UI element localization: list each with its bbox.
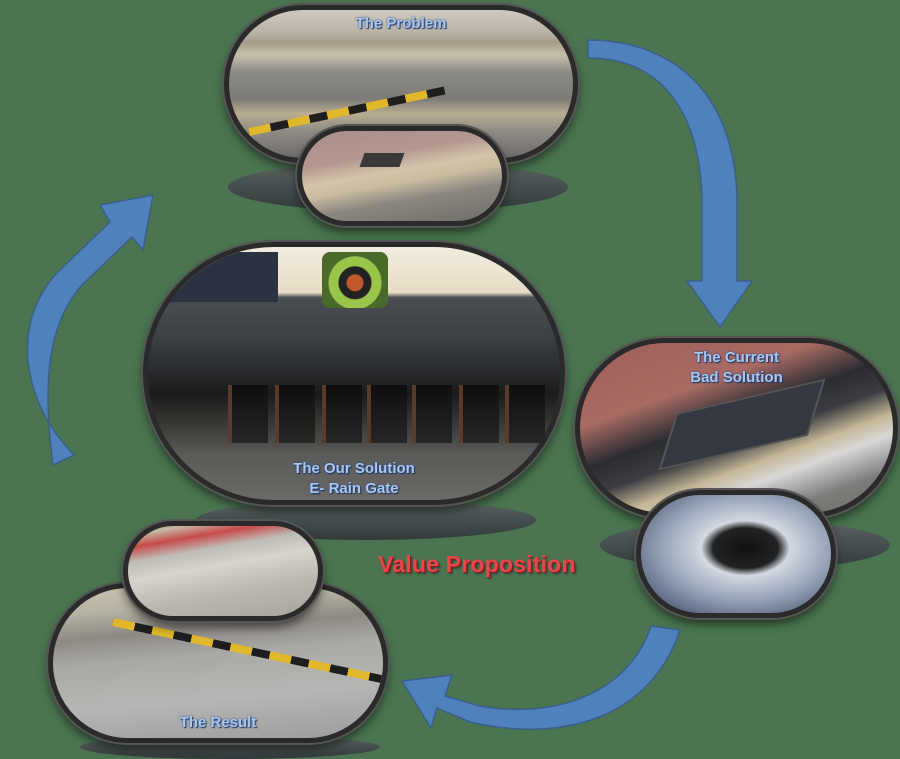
- problem-photo-inset: [297, 126, 507, 226]
- grate-cover: [658, 378, 826, 471]
- e-rain-gate-logo: [322, 252, 388, 308]
- solution-label-line1: The Our Solution: [293, 460, 415, 477]
- solution-label-line2: E- Rain Gate: [309, 480, 399, 497]
- arrow-result-to-problem: [26, 194, 154, 467]
- current-label-line2: Bad Solution: [690, 369, 783, 386]
- laptop: [158, 252, 278, 302]
- grate-slot: [367, 385, 407, 443]
- current-label-line1: The Current: [693, 349, 779, 366]
- grate-slot: [412, 385, 452, 443]
- curb-stripe: [112, 618, 383, 689]
- current-photo-inset: [636, 490, 836, 618]
- current-photo-main: The Current Bad Solution: [575, 338, 898, 518]
- grate-slot: [505, 385, 545, 443]
- arrow-current-to-result: [400, 625, 681, 730]
- grate-slot: [228, 385, 268, 443]
- grate-slot: [459, 385, 499, 443]
- problem-label: The Problem: [355, 15, 447, 32]
- result-photo-inset: [123, 521, 323, 621]
- value-proposition-title: Value Proposition: [378, 551, 576, 577]
- result-label: The Result: [179, 714, 257, 731]
- arrow-problem-to-current: [587, 39, 754, 329]
- grate-slot: [275, 385, 315, 443]
- drain-cover: [359, 153, 405, 167]
- grate-slot: [322, 385, 362, 443]
